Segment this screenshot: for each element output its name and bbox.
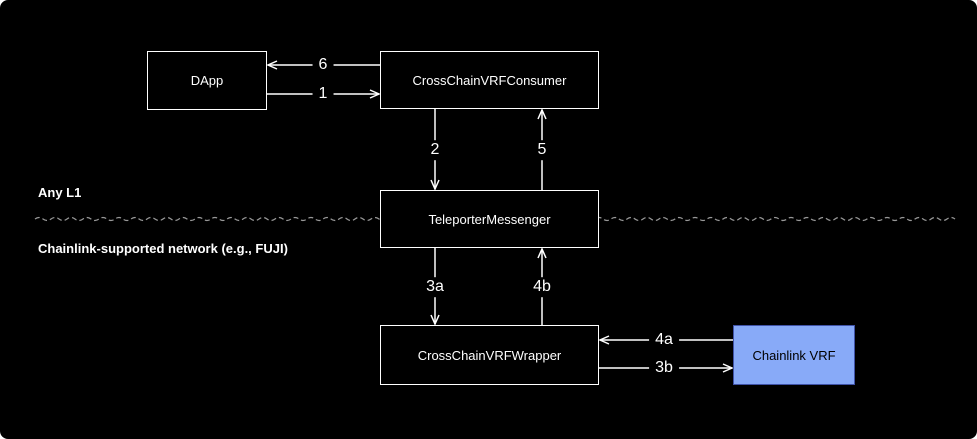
edge-label-4a: 4a (649, 330, 679, 350)
node-crosschainvrfconsumer-label: CrossChainVRFConsumer (412, 72, 567, 88)
node-crosschainvrfwrapper-label: CrossChainVRFWrapper (417, 347, 562, 363)
edge-label-6: 6 (312, 55, 334, 75)
node-teleportermessenger: TeleporterMessenger (380, 190, 599, 248)
zone-label-any-l1: Any L1 (38, 185, 82, 200)
zone-label-chainlink-network: Chainlink-supported network (e.g., FUJI) (38, 241, 288, 256)
node-crosschainvrfwrapper: CrossChainVRFWrapper (380, 325, 599, 385)
edge-label-2: 2 (424, 140, 446, 160)
node-chainlink-vrf-label: Chainlink VRF (752, 347, 836, 363)
node-crosschainvrfconsumer: CrossChainVRFConsumer (380, 51, 599, 109)
edge-label-1: 1 (312, 84, 334, 104)
node-dapp: DApp (147, 51, 267, 110)
node-chainlink-vrf: Chainlink VRF (733, 325, 855, 385)
edge-label-3a: 3a (420, 277, 450, 297)
edge-label-5: 5 (531, 140, 553, 160)
edge-label-4b: 4b (527, 277, 557, 297)
edge-label-3b: 3b (649, 358, 679, 378)
node-dapp-label: DApp (190, 73, 224, 88)
node-teleportermessenger-label: TeleporterMessenger (428, 211, 551, 227)
